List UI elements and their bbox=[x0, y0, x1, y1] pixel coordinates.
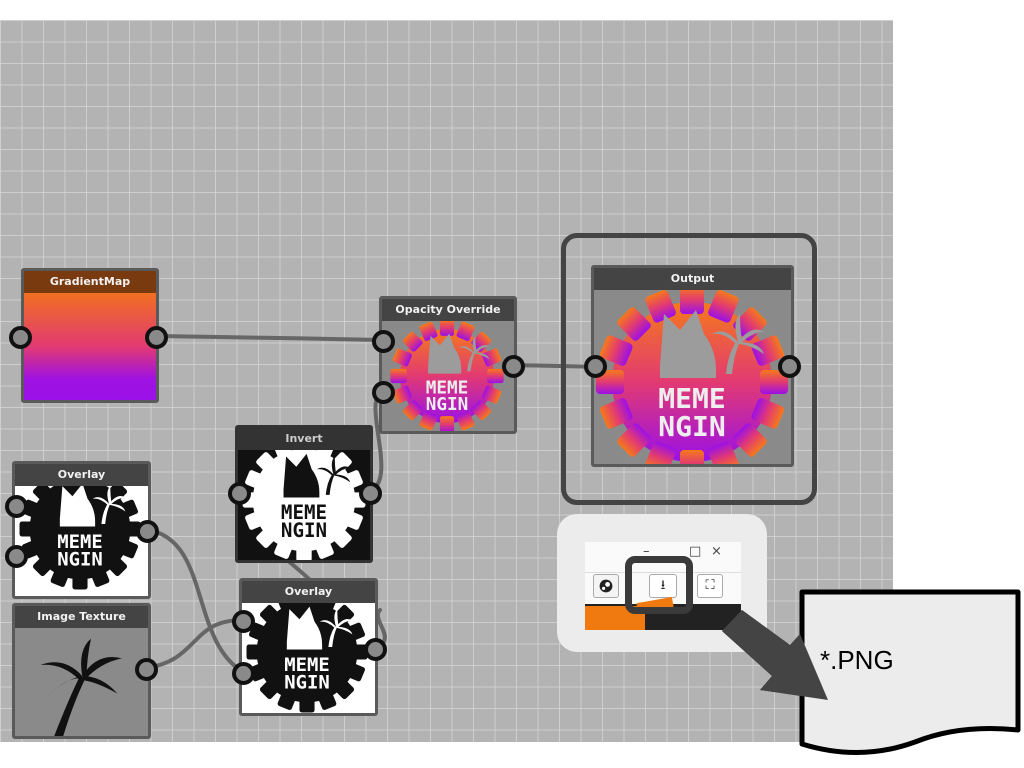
node-preview: MEME NGIN bbox=[382, 321, 514, 431]
node-title: Opacity Override bbox=[382, 299, 514, 321]
maximize-button[interactable]: □ bbox=[689, 544, 702, 559]
output-port[interactable] bbox=[359, 482, 382, 505]
input-port[interactable] bbox=[9, 326, 32, 349]
node-preview: MEME NGIN bbox=[15, 486, 148, 596]
output-port[interactable] bbox=[502, 355, 525, 378]
minimize-button[interactable]: – bbox=[643, 544, 650, 559]
node-title: GradientMap bbox=[24, 271, 156, 293]
output-port[interactable] bbox=[364, 638, 387, 661]
memengin-logo-icon: MEME NGIN bbox=[244, 603, 370, 713]
file-type-label: *.PNG bbox=[820, 645, 894, 675]
node-overlay-1[interactable]: Overlay MEME NGIN bbox=[12, 461, 151, 599]
steam-icon[interactable] bbox=[593, 574, 619, 598]
node-preview: MEME NGIN bbox=[594, 290, 791, 464]
node-title: Overlay bbox=[242, 581, 375, 603]
memengin-logo-icon: MEME NGIN bbox=[17, 486, 143, 592]
input-port-b[interactable] bbox=[5, 545, 28, 568]
fullscreen-icon[interactable]: ⛶ bbox=[697, 574, 723, 598]
output-port[interactable] bbox=[136, 520, 159, 543]
download-button-highlight bbox=[625, 556, 693, 614]
svg-text:MEME: MEME bbox=[281, 501, 327, 524]
svg-text:MEME: MEME bbox=[426, 379, 469, 399]
node-title: Overlay bbox=[15, 464, 148, 486]
svg-text:MEME: MEME bbox=[284, 654, 330, 676]
input-port[interactable] bbox=[228, 482, 251, 505]
node-output[interactable]: Output MEME NGIN bbox=[591, 265, 794, 467]
svg-text:MEME: MEME bbox=[57, 531, 103, 553]
svg-text:MEME: MEME bbox=[658, 382, 725, 415]
output-port[interactable] bbox=[145, 326, 168, 349]
svg-text:NGIN: NGIN bbox=[426, 395, 469, 415]
input-port[interactable] bbox=[584, 355, 607, 378]
node-preview: MEME NGIN bbox=[242, 603, 375, 713]
node-image-texture[interactable]: Image Texture bbox=[12, 603, 151, 739]
node-overlay-2[interactable]: Overlay MEME NGIN bbox=[239, 578, 378, 716]
svg-text:NGIN: NGIN bbox=[281, 519, 327, 542]
output-port[interactable] bbox=[778, 355, 801, 378]
svg-text:NGIN: NGIN bbox=[284, 672, 330, 694]
close-button[interactable]: × bbox=[711, 544, 722, 559]
node-opacity-override[interactable]: Opacity Override MEME NGIN bbox=[379, 296, 517, 434]
memengin-logo-icon: MEME NGIN bbox=[594, 290, 791, 464]
node-title: Invert bbox=[238, 428, 370, 450]
input-port-b[interactable] bbox=[372, 381, 395, 404]
memengin-logo-icon: MEME NGIN bbox=[240, 450, 368, 560]
input-port-a[interactable] bbox=[232, 610, 255, 633]
input-port-a[interactable] bbox=[372, 330, 395, 353]
node-invert[interactable]: Invert MEME NGIN bbox=[235, 425, 373, 563]
input-port-a[interactable] bbox=[5, 495, 28, 518]
node-preview: MEME NGIN bbox=[238, 450, 370, 560]
node-title: Output bbox=[594, 268, 791, 290]
output-node-highlight bbox=[561, 233, 817, 505]
palm-tree-icon bbox=[40, 638, 122, 736]
output-port[interactable] bbox=[135, 658, 158, 681]
svg-text:NGIN: NGIN bbox=[57, 549, 103, 571]
node-title: Image Texture bbox=[15, 606, 148, 628]
input-port-b[interactable] bbox=[232, 662, 255, 685]
gradient-preview bbox=[24, 293, 156, 400]
memengin-logo-icon: MEME NGIN bbox=[388, 321, 506, 431]
node-preview bbox=[15, 628, 148, 736]
node-gradientmap[interactable]: GradientMap bbox=[21, 268, 159, 403]
svg-text:NGIN: NGIN bbox=[658, 410, 725, 443]
